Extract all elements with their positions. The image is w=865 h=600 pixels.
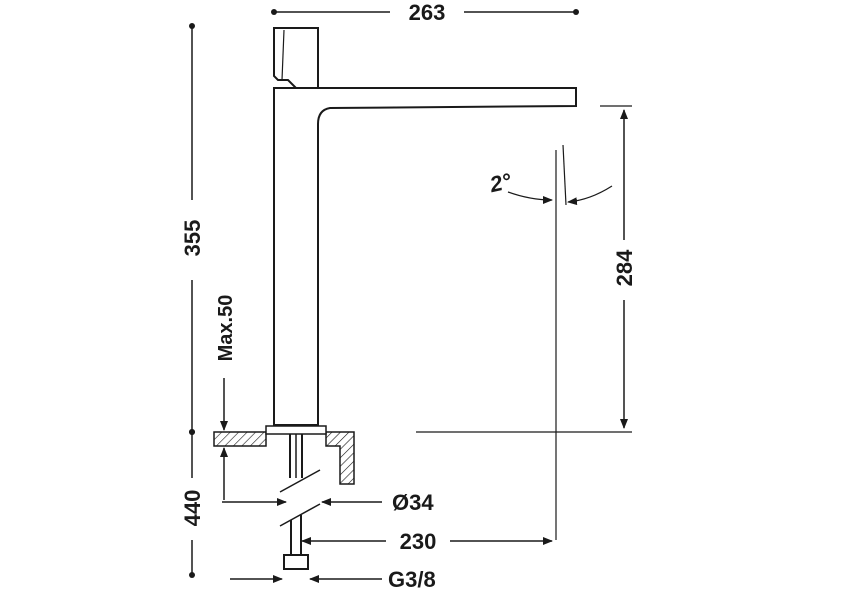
dimension-spout-height: 284	[416, 105, 637, 433]
base-plate	[265, 425, 327, 435]
faucet-handle	[273, 27, 319, 89]
outlet-reference	[507, 144, 613, 540]
dimension-overall-height: 355	[180, 23, 205, 435]
dimension-max-deck: Max.50	[215, 295, 237, 500]
below-deck-label: 440	[180, 490, 205, 527]
dimension-shank-diameter: Ø34	[222, 490, 434, 515]
shank-diameter-label: Ø34	[392, 490, 434, 515]
thread-size-label: G3/8	[388, 567, 436, 592]
connector-nut	[283, 554, 309, 570]
dimension-overall-width: 263	[271, 0, 579, 25]
dimension-thread-size: G3/8	[230, 567, 436, 592]
faucet-body	[273, 87, 577, 426]
shank-assembly	[279, 434, 321, 570]
spout-reach-label: 230	[400, 529, 437, 554]
faucet-outline	[273, 27, 577, 426]
countertop-right	[325, 431, 355, 485]
countertop-section	[213, 425, 355, 485]
spout-height-label: 284	[612, 249, 637, 286]
overall-height-label: 355	[180, 220, 205, 257]
dimension-spout-reach: 230	[301, 529, 553, 554]
countertop-left	[213, 431, 267, 447]
dimension-below-deck: 440	[180, 429, 205, 578]
max-deck-label: Max.50	[215, 295, 237, 362]
overall-width-label: 263	[409, 0, 446, 25]
spout-angle-label: 2°	[487, 168, 514, 197]
